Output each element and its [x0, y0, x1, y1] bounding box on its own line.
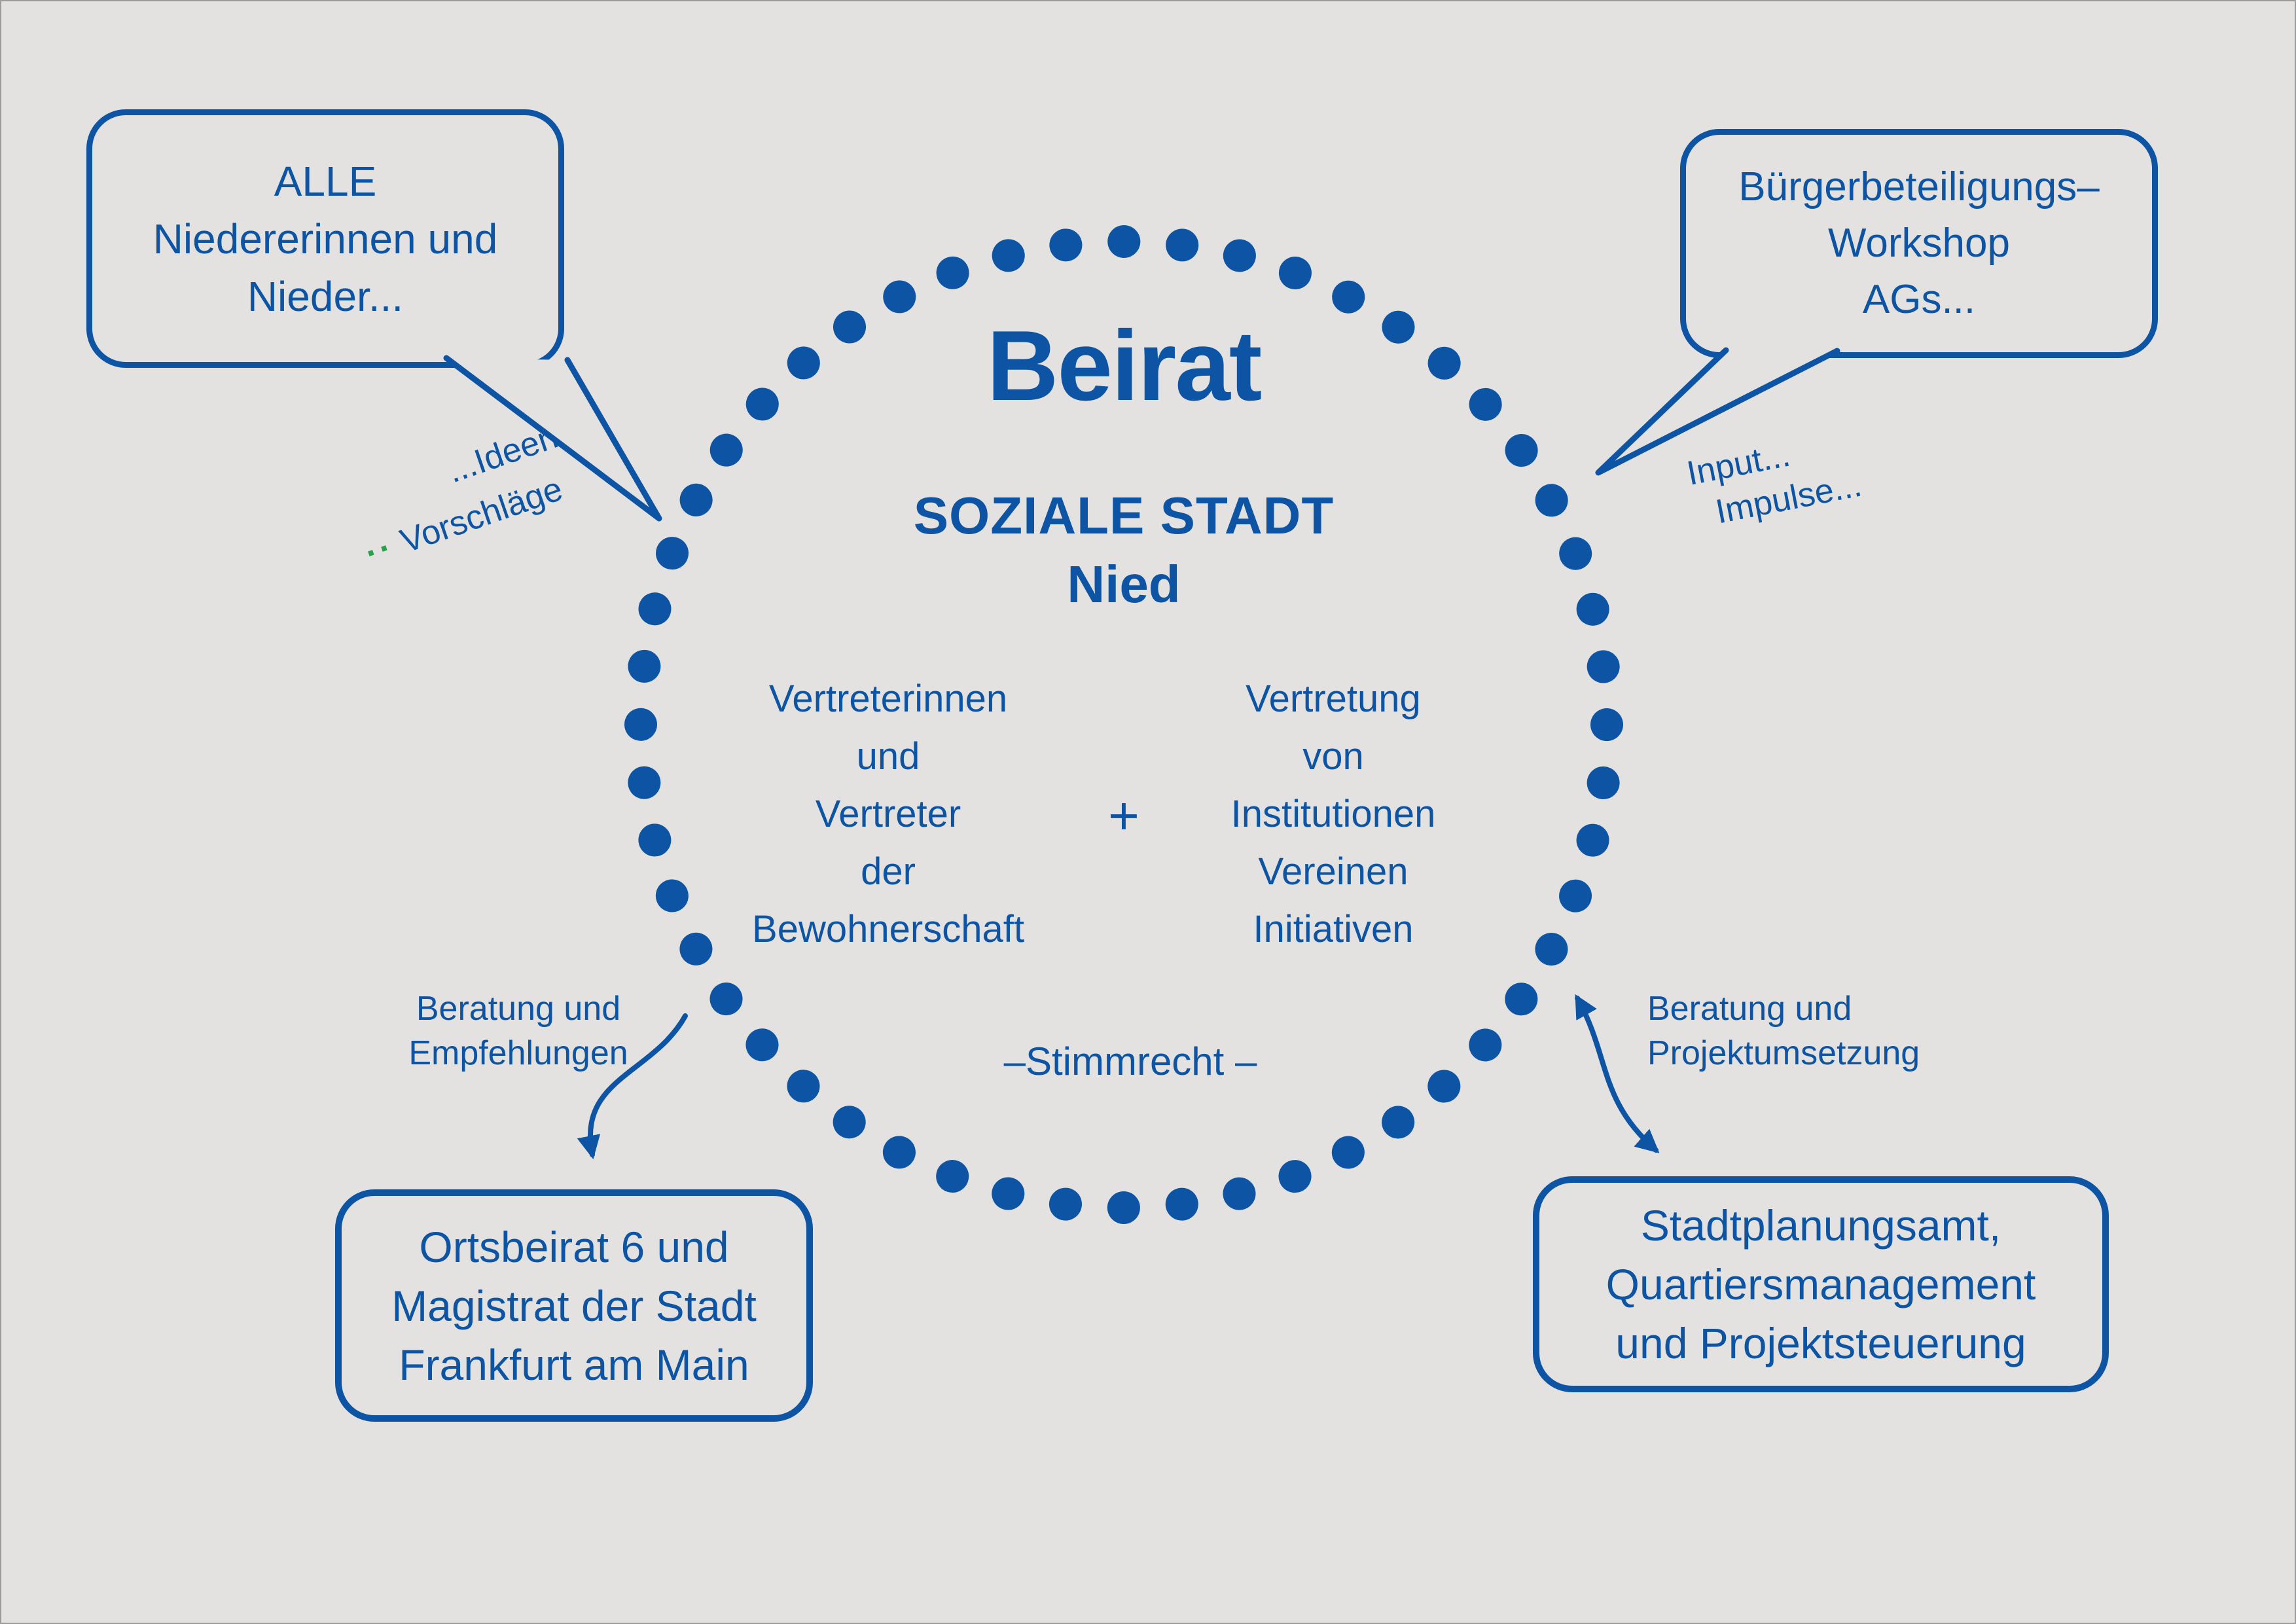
box-ortsbeirat-line: Frankfurt am Main: [399, 1340, 749, 1389]
bubble-workshops-line: Bürgerbeteiligungs–: [1738, 164, 2100, 209]
advice-implementation-label: Beratung und Projektumsetzung: [1647, 986, 2027, 1075]
double-arrow-to-stadtplanungsamt: [1575, 994, 1660, 1153]
box-ortsbeirat-line: Magistrat der Stadt: [391, 1281, 757, 1330]
column-line: Vertretung: [1246, 677, 1421, 720]
bubble-workshops-line: AGs...: [1862, 277, 1976, 322]
column-line: von: [1302, 735, 1364, 778]
bubble-residents-line: ALLE: [274, 157, 377, 205]
column-line: Initiativen: [1253, 908, 1414, 950]
column-line: der: [861, 850, 916, 893]
box-stadtplanungsamt-line: Quartiersmanagement: [1605, 1260, 2036, 1308]
diagram-title: Beirat: [986, 310, 1263, 422]
box-stadtplanungsamt-line: und Projektsteuerung: [1615, 1319, 2026, 1367]
box-ortsbeirat-line: Ortsbeirat 6 und: [419, 1222, 729, 1271]
members-residents-column: Vertreterinnen und Vertreter der Bewohne…: [692, 670, 1085, 958]
green-dots-mark: ··: [360, 528, 399, 573]
members-institutions-column: Vertretung von Institutionen Vereinen In…: [1137, 670, 1530, 958]
column-line: Vertreterinnen: [768, 677, 1008, 720]
column-line: Bewohnerschaft: [752, 908, 1024, 950]
label-line: Beratung und: [416, 990, 621, 1028]
label-line: Beratung und: [1647, 990, 1852, 1028]
column-line: Vertreter: [815, 793, 961, 835]
box-stadtplanungsamt: Stadtplanungsamt, Quartiersmanagement un…: [1533, 1176, 2109, 1392]
advice-recommendations-label: Beratung und Empfehlungen: [378, 986, 659, 1075]
column-line: Institutionen: [1230, 793, 1436, 835]
bubble-residents-line: Nieder...: [247, 272, 404, 320]
box-stadtplanungsamt-line: Stadtplanungsamt,: [1640, 1201, 2001, 1250]
bubble-workshops: Bürgerbeteiligungs– Workshop AGs...: [1680, 129, 2158, 358]
diagram-subtitle: SOZIALE STADT: [913, 486, 1335, 545]
box-ortsbeirat: Ortsbeirat 6 und Magistrat der Stadt Fra…: [335, 1189, 813, 1422]
ideas-annotation: ...Ideen ·· Vorschläge: [342, 382, 666, 579]
bubble-residents-line: Niedererinnen und: [152, 215, 498, 262]
voting-rights-note: –Stimmrecht –: [1003, 1039, 1257, 1083]
bubble-residents: ALLE Niedererinnen und Nieder...: [86, 109, 564, 368]
label-line: Projektumsetzung: [1647, 1034, 1920, 1072]
diagram-subtitle-district: Nied: [1067, 555, 1181, 613]
label-line: Empfehlungen: [408, 1034, 628, 1072]
column-line: und: [856, 735, 920, 778]
input-annotation: Input... Impulse...: [1683, 399, 1976, 538]
column-line: Vereinen: [1258, 850, 1408, 893]
bubble-workshops-line: Workshop: [1828, 221, 2010, 266]
